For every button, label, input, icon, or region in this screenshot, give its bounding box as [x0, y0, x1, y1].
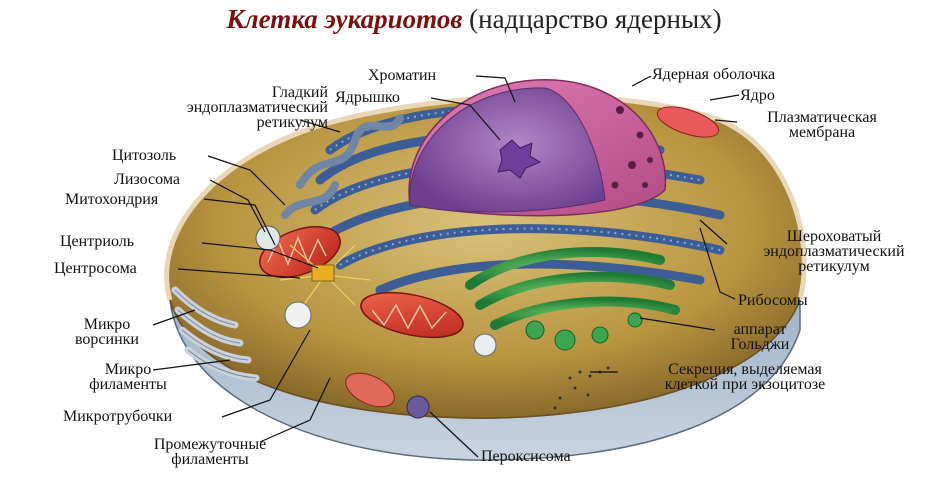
label-golgi: аппарат Гольджи — [715, 322, 805, 352]
label-microfilaments-line-2: филаменты — [62, 377, 194, 392]
vesicle-1 — [285, 302, 311, 328]
label-nuclear-envelope: Ядерная оболочка — [652, 67, 775, 83]
label-smooth-er-line-1: Гладкий — [100, 85, 328, 100]
label-smooth-er-line-3: ретикулум — [100, 115, 328, 130]
lysosome-shape — [256, 226, 280, 250]
label-secretion-line-1: Секреция, выделяемая — [620, 362, 870, 377]
label-golgi-line-2: Гольджи — [715, 337, 805, 352]
label-rough-er-line-3: ретикулум — [728, 259, 940, 274]
label-golgi-line-1: аппарат — [715, 322, 805, 337]
label-centrosome: Центросома — [54, 261, 137, 277]
label-secretion-line-2: клеткой при экзоцитозе — [620, 377, 870, 392]
label-secretion: Секреция, выделяемая клеткой при экзоцит… — [620, 362, 870, 392]
label-microfilaments-line-1: Микро — [62, 362, 194, 377]
label-nucleus: Ядро — [740, 88, 775, 104]
label-plasma-membrane-line-2: мембрана — [737, 125, 907, 140]
label-intermediate-filaments: Промежуточные филаменты — [122, 437, 298, 467]
label-microvilli-line-2: ворсинки — [60, 332, 154, 347]
label-rough-er-line-2: эндоплазматический — [728, 244, 940, 259]
label-intermediate-filaments-line-1: Промежуточные — [122, 437, 298, 452]
label-mitochondrion: Митохондрия — [65, 192, 158, 208]
label-microtubules: Микротрубочки — [63, 409, 172, 425]
label-peroxisome: Пероксисома — [481, 449, 571, 465]
label-smooth-er: Гладкий эндоплазматический ретикулум — [100, 85, 328, 130]
label-intermediate-filaments-line-2: филаменты — [122, 452, 298, 467]
label-plasma-membrane: Плазматическая мембрана — [737, 110, 907, 140]
label-rough-er: Шероховатый эндоплазматический ретикулум — [728, 229, 940, 274]
label-rough-er-line-1: Шероховатый — [728, 229, 940, 244]
label-plasma-membrane-line-1: Плазматическая — [737, 110, 907, 125]
label-microfilaments: Микро филаменты — [62, 362, 194, 392]
label-lysosome: Лизосома — [114, 172, 180, 188]
label-chromatin: Хроматин — [368, 68, 436, 84]
label-cytosol: Цитозоль — [112, 148, 176, 164]
peroxisome-shape — [407, 396, 429, 418]
label-microvilli: Микро ворсинки — [60, 317, 154, 347]
label-ribosomes: Рибосомы — [738, 293, 808, 309]
label-microvilli-line-1: Микро — [60, 317, 154, 332]
label-centriole: Центриоль — [60, 234, 134, 250]
label-smooth-er-line-2: эндоплазматический — [100, 100, 328, 115]
label-nucleolus: Ядрышко — [335, 90, 400, 106]
vesicle-2 — [474, 334, 496, 356]
